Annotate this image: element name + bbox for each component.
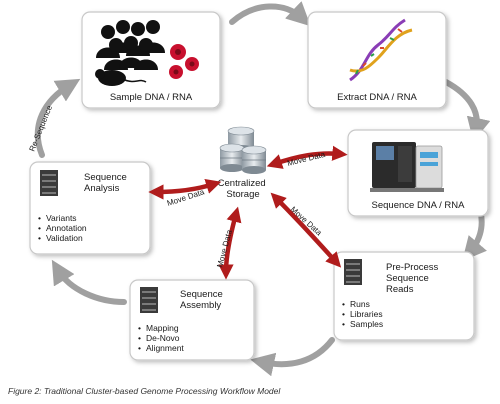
move-data-arrows — [148, 145, 348, 280]
move-arrow-storage-preprocess — [270, 192, 342, 268]
analysis-bullet-1-text: Variants — [46, 213, 77, 223]
move-data-label-assembly: Move Data — [215, 228, 234, 268]
assembly-title-line-2: Assembly — [180, 300, 221, 311]
analysis-bullet-2: • — [38, 223, 41, 233]
analysis-bullet-3-text: Validation — [46, 233, 83, 243]
analysis-title-line-2: Analysis — [84, 183, 120, 194]
server-rack-icon — [344, 259, 362, 285]
move-data-label-preprocess: Move Data — [289, 205, 324, 238]
server-rack-icon — [140, 287, 158, 313]
storage-title-line-1: Centralized — [218, 178, 266, 189]
server-rack-icon — [40, 170, 58, 196]
preprocess-title-line-2: Sequence — [386, 273, 429, 284]
cycle-arrow-extract-to-sequence — [443, 79, 491, 142]
assembly-bullet-2-text: De-Novo — [146, 333, 180, 343]
preprocess-box: Pre-Process Sequence Reads • Runs • Libr… — [333, 251, 475, 341]
preprocess-bullet-1-text: Runs — [350, 299, 370, 309]
analysis-bullet-3: • — [38, 233, 41, 243]
storage-title: Centralized Storage — [218, 178, 269, 200]
assembly-box: Sequence Assembly • Mapping • De-Novo • … — [129, 279, 255, 361]
preprocess-title: Pre-Process Sequence Reads — [386, 262, 441, 295]
assembly-title: Sequence Assembly — [180, 289, 225, 311]
analysis-title-line-1: Sequence — [84, 172, 127, 183]
analysis-title: Sequence Analysis — [84, 172, 129, 194]
assembly-bullet-3: • — [138, 343, 141, 353]
storage-node: Centralized Storage — [218, 126, 269, 200]
move-data-label-sequence: Move Data — [286, 150, 326, 168]
cycle-arrow-assembly-to-analysis — [51, 259, 127, 305]
sample-box: Sample DNA / RNA — [81, 11, 221, 109]
dna-helix-icon — [349, 18, 413, 82]
analysis-box: Sequence Analysis • Variants • Annotatio… — [29, 161, 151, 255]
cycle-arrow-sample-to-extract — [229, 1, 311, 27]
move-arrow-storage-assembly — [218, 206, 242, 280]
extract-box: Extract DNA / RNA — [307, 11, 447, 109]
preprocess-bullet-2-text: Libraries — [350, 309, 383, 319]
move-arrow-sequence-storage — [266, 145, 348, 169]
sequence-box: Sequence DNA / RNA — [347, 129, 489, 217]
sequencer-machine-icon — [370, 142, 444, 192]
people-mouse-cells-icon — [95, 20, 199, 86]
assembly-title-line-1: Sequence — [180, 289, 223, 300]
sequence-label: Sequence DNA / RNA — [372, 200, 466, 211]
preprocess-bullet-3-text: Samples — [350, 319, 383, 329]
cycle-arrow-preprocess-to-assembly — [250, 337, 335, 377]
preprocess-bullet-2: • — [342, 309, 345, 319]
preprocess-bullet-1: • — [342, 299, 345, 309]
preprocess-bullet-3: • — [342, 319, 345, 329]
preprocess-title-line-1: Pre-Process — [386, 262, 439, 273]
storage-title-line-2: Storage — [226, 189, 259, 200]
assembly-bullet-1: • — [138, 323, 141, 333]
cycle-arrow-resequence — [34, 78, 81, 158]
figure-caption: Figure 2: Traditional Cluster-based Geno… — [8, 386, 281, 396]
extract-label: Extract DNA / RNA — [337, 92, 417, 103]
assembly-bullet-3-text: Alignment — [146, 343, 184, 353]
sample-label: Sample DNA / RNA — [110, 92, 193, 103]
analysis-bullet-2-text: Annotation — [46, 223, 87, 233]
move-arrow-storage-analysis — [148, 179, 222, 200]
assembly-bullet-2: • — [138, 333, 141, 343]
preprocess-title-line-3: Reads — [386, 284, 414, 295]
analysis-bullet-1: • — [38, 213, 41, 223]
database-stack-icon — [219, 126, 267, 174]
assembly-bullet-1-text: Mapping — [146, 323, 179, 333]
